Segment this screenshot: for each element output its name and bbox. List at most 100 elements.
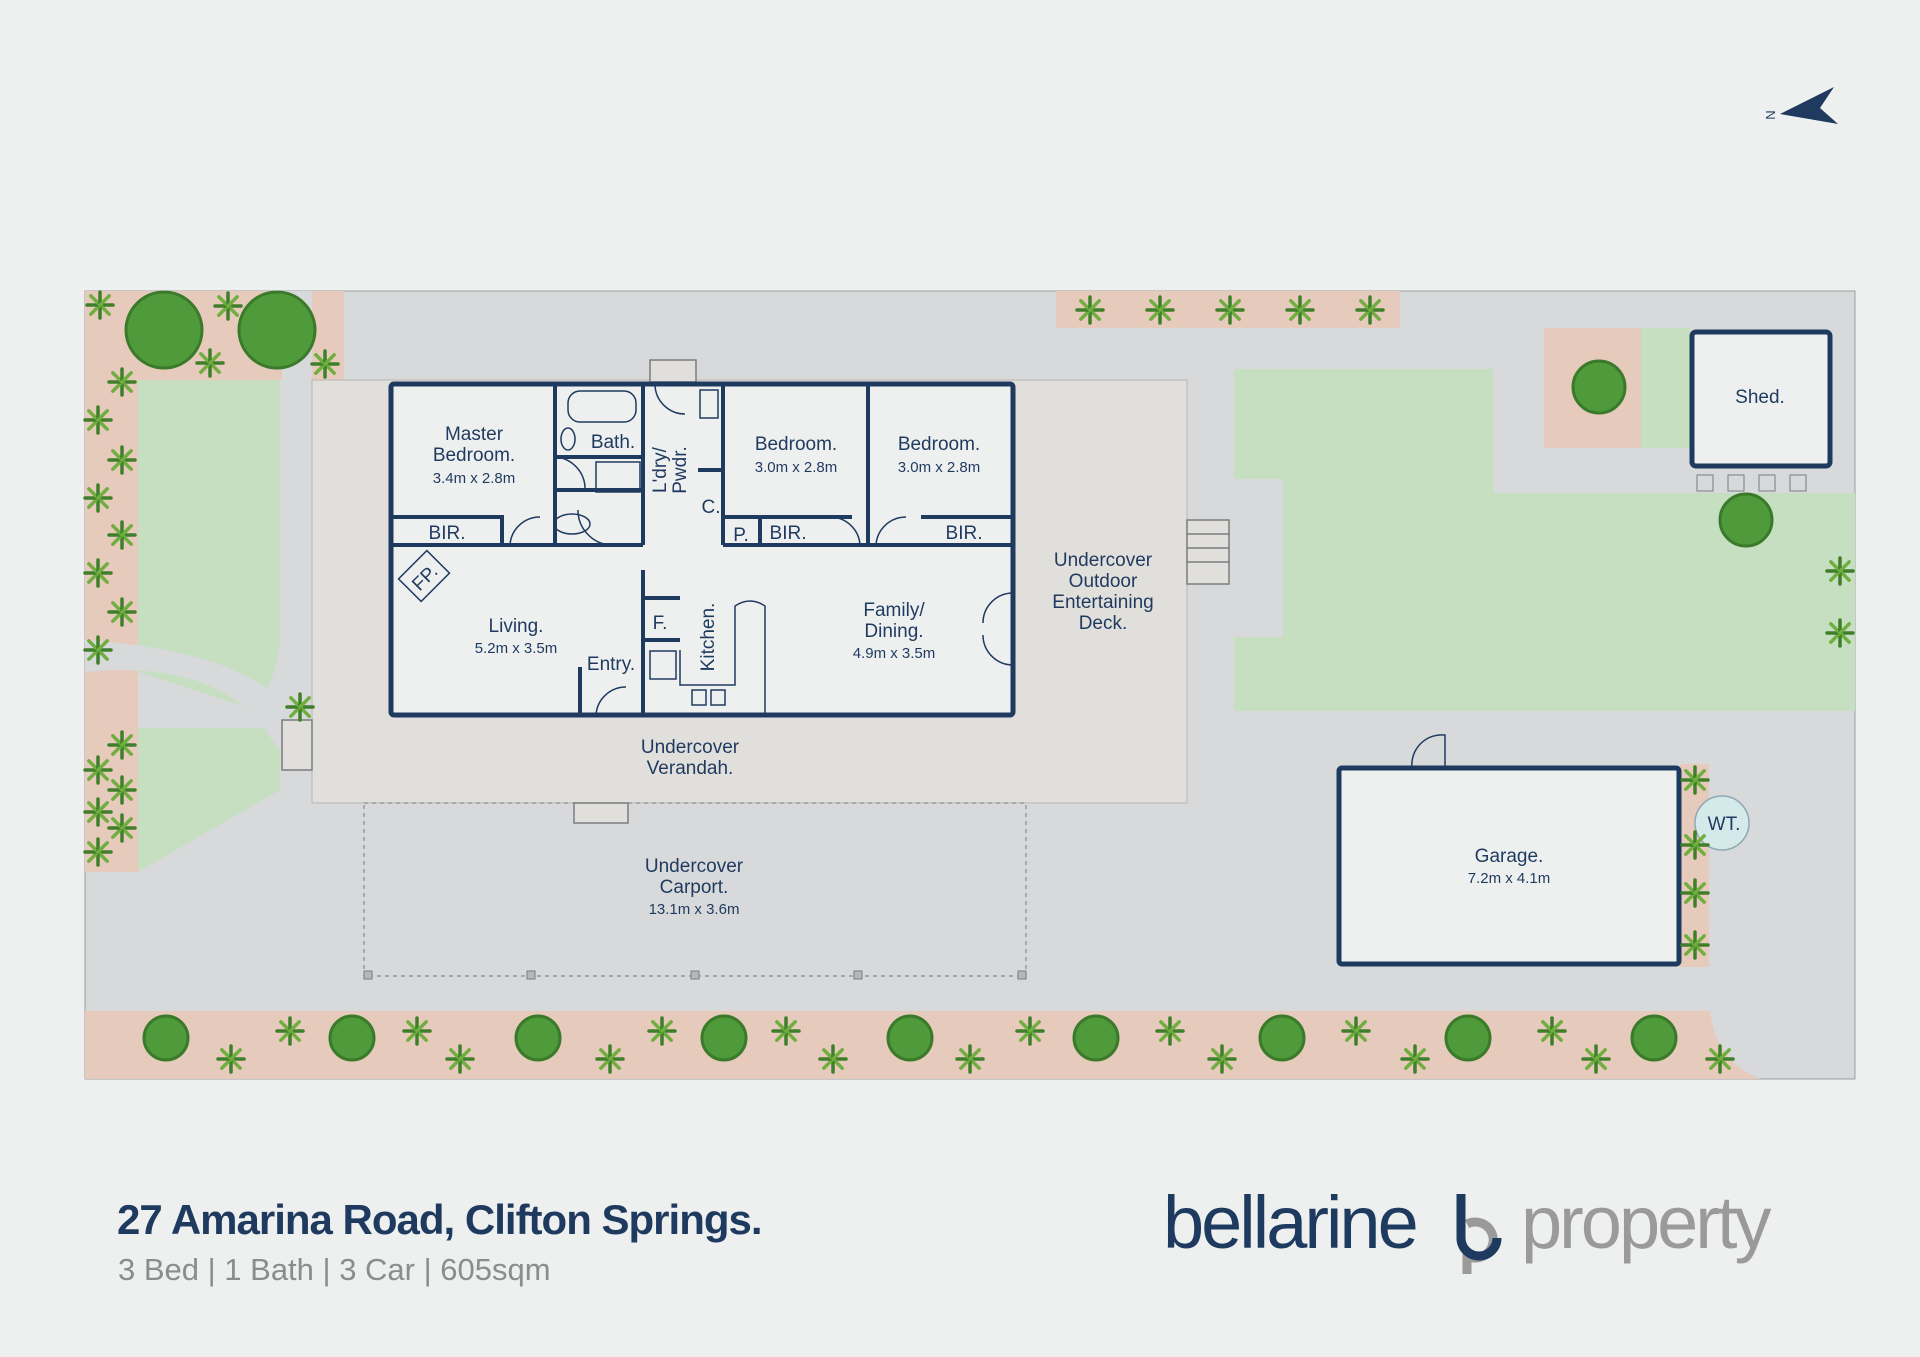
label-verandah-1: Undercover [641, 737, 740, 758]
palm-plant-icon [285, 692, 315, 722]
label-master-dims: 3.4m x 2.8m [433, 470, 516, 487]
label-carport-2: Carport. [660, 877, 729, 898]
shrub-icon [1258, 1014, 1306, 1062]
garage [1336, 765, 1682, 967]
label-pantry: P. [733, 525, 749, 546]
label-bath: Bath. [591, 432, 635, 453]
label-water-tank: WT. [1708, 814, 1741, 835]
label-carport-1: Undercover [645, 856, 744, 877]
palm-plant-icon [213, 291, 243, 321]
label-verandah-2: Verandah. [647, 758, 734, 779]
label-living: Living. [489, 616, 544, 637]
label-bedroom-1-dims: 3.0m x 2.8m [755, 459, 838, 476]
palm-plant-icon [1825, 556, 1855, 586]
palm-plant-icon [310, 349, 340, 379]
palm-plant-icon [595, 1044, 625, 1074]
carport [363, 802, 1027, 977]
logo-text-bellarine: bellarine [1163, 1181, 1419, 1264]
label-deck-1: Undercover [1054, 550, 1153, 571]
label-entry: Entry. [587, 654, 635, 675]
palm-plant-icon [1015, 1016, 1045, 1046]
palm-plant-icon [85, 290, 115, 320]
palm-plant-icon [83, 483, 113, 513]
property-address: 27 Amarina Road, Clifton Springs. [117, 1196, 763, 1243]
label-laundry-2: Pwdr. [670, 446, 691, 494]
palm-plant-icon [1341, 1016, 1371, 1046]
label-bedroom-1: Bedroom. [755, 434, 837, 455]
palm-plant-icon [83, 837, 113, 867]
palm-plant-icon [771, 1016, 801, 1046]
water-tank [1694, 795, 1750, 851]
label-kitchen: Kitchen. [698, 603, 719, 672]
label-carport-dims: 13.1m x 3.6m [649, 901, 740, 918]
steps [281, 359, 1230, 824]
palm-plant-icon [818, 1044, 848, 1074]
palm-plant-icon [647, 1016, 677, 1046]
label-master-2: Bedroom. [433, 445, 515, 466]
label-bir-master: BIR. [429, 523, 466, 544]
palm-plant-icon [1285, 295, 1315, 325]
palm-plant-icon [83, 797, 113, 827]
property-summary: 3 Bed | 1 Bath | 3 Car | 605sqm [118, 1252, 551, 1287]
logo-mark-icon [1456, 1194, 1502, 1274]
bellarine-property-logo: bellarine property [1163, 1180, 1813, 1280]
palm-plant-icon [107, 597, 137, 627]
plants [83, 290, 1855, 1074]
palm-plant-icon [195, 348, 225, 378]
palm-plant-icon [107, 775, 137, 805]
label-master-1: Master [445, 424, 504, 445]
palm-plant-icon [402, 1016, 432, 1046]
shrub-icon [1571, 359, 1627, 415]
palm-plant-icon [1825, 618, 1855, 648]
shrub-icon [237, 290, 317, 370]
palm-plant-icon [1680, 930, 1710, 960]
label-family-1: Family/ [863, 600, 925, 621]
palm-plant-icon [83, 635, 113, 665]
palm-plant-icon [1400, 1044, 1430, 1074]
shrub-icon [328, 1014, 376, 1062]
palm-plant-icon [1075, 295, 1105, 325]
palm-plant-icon [107, 520, 137, 550]
palm-plant-icon [1355, 295, 1385, 325]
label-living-dims: 5.2m x 3.5m [475, 640, 558, 657]
carport-posts [363, 970, 1027, 980]
label-bir-1: BIR. [770, 523, 807, 544]
palm-plant-icon [83, 405, 113, 435]
palm-plant-icon [83, 558, 113, 588]
shrub-icon [142, 1014, 190, 1062]
palm-plant-icon [216, 1044, 246, 1074]
fireplace [397, 549, 451, 603]
shrub-icon [700, 1014, 748, 1062]
label-bir-2: BIR. [946, 523, 983, 544]
shrub-icon [886, 1014, 934, 1062]
label-garage: Garage. [1475, 846, 1544, 867]
room-labels: Master Bedroom. 3.4m x 2.8m Bath. L'dry/… [408, 387, 1784, 918]
palm-plant-icon [1537, 1016, 1567, 1046]
shrub-icon [514, 1014, 562, 1062]
svg-text:N: N [1763, 110, 1778, 119]
palm-plant-icon [1680, 765, 1710, 795]
logo-text-property: property [1521, 1181, 1771, 1264]
shrub-icon [124, 290, 204, 370]
shrub-icon [1444, 1014, 1492, 1062]
palm-plant-icon [107, 367, 137, 397]
palm-plant-icon [445, 1044, 475, 1074]
label-family-dims: 4.9m x 3.5m [853, 645, 936, 662]
shrub-icon [1072, 1014, 1120, 1062]
palm-plant-icon [1207, 1044, 1237, 1074]
palm-plant-icon [1705, 1044, 1735, 1074]
label-bedroom-2: Bedroom. [898, 434, 980, 455]
label-bedroom-2-dims: 3.0m x 2.8m [898, 459, 981, 476]
palm-plant-icon [275, 1016, 305, 1046]
shrub-icon [1630, 1014, 1678, 1062]
shrub-icon [1718, 492, 1774, 548]
palm-plant-icon [1155, 1016, 1185, 1046]
palm-plant-icon [1680, 878, 1710, 908]
palm-plant-icon [107, 445, 137, 475]
label-shed: Shed. [1735, 387, 1785, 408]
palm-plant-icon [1680, 830, 1710, 860]
garden-beds [85, 291, 1855, 1079]
palm-plant-icon [107, 730, 137, 760]
label-laundry-1: L'dry/ [650, 446, 671, 493]
lawns [138, 328, 1855, 872]
